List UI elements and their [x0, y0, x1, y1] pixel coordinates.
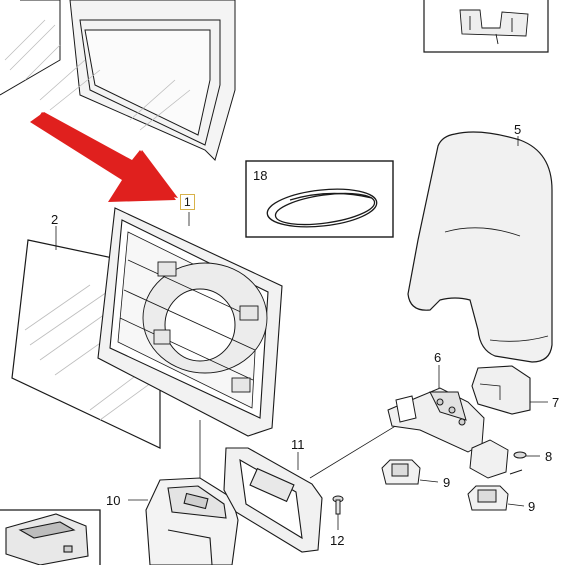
- callout-1: 1: [180, 194, 195, 210]
- part-18-cable-box: [245, 160, 394, 238]
- callout-2: 2: [51, 212, 59, 227]
- callout-9-right: 9: [528, 499, 536, 514]
- callout-18: 18: [253, 168, 268, 183]
- callout-10: 10: [106, 493, 121, 508]
- part-5-headrest: [407, 131, 553, 363]
- part-1-display-frame: [97, 207, 283, 500]
- part-6-hinge-mechanism: [387, 365, 485, 453]
- part-9-bushing-left: [381, 459, 439, 485]
- callout-12: 12: [330, 533, 345, 548]
- partial-detail-box: [423, 0, 549, 53]
- part-10-lower-housing: [128, 477, 239, 565]
- callout-5: 5: [514, 122, 522, 137]
- callout-8: 8: [545, 449, 553, 464]
- part-11-bracket: [223, 404, 431, 553]
- callout-9-left: 9: [443, 475, 451, 490]
- callout-11: 11: [291, 437, 305, 452]
- part-9-bushing-right: [467, 485, 525, 511]
- part-7-clip: [471, 365, 548, 415]
- callout-6: 6: [434, 350, 442, 365]
- partial-connector-box: [0, 509, 101, 565]
- callout-7: 7: [552, 395, 560, 410]
- red-arrow-icon: [30, 112, 178, 202]
- part-8-pin: [469, 439, 540, 479]
- partial-display-frame: [0, 0, 236, 161]
- part-12-screw: [332, 495, 344, 530]
